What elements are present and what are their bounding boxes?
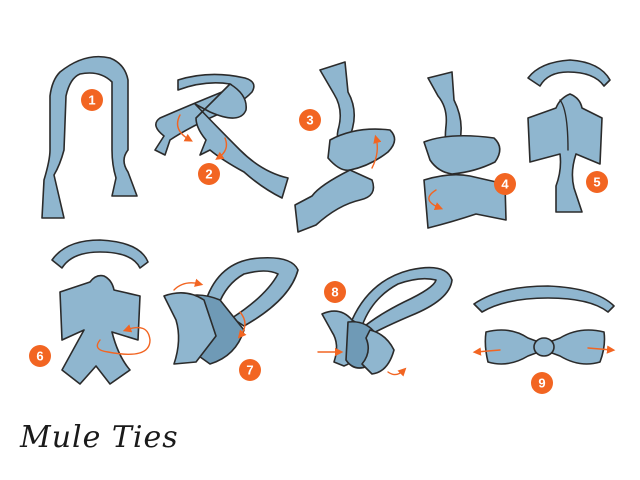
step-3-illustration bbox=[294, 61, 396, 233]
step-2-illustration bbox=[154, 73, 289, 199]
step-6-illustration bbox=[51, 239, 151, 385]
step-badge-6: 6 bbox=[29, 345, 51, 367]
svg-text:9: 9 bbox=[538, 376, 545, 391]
svg-text:2: 2 bbox=[205, 167, 212, 182]
step-badge-4: 4 bbox=[494, 173, 516, 195]
svg-text:7: 7 bbox=[246, 363, 253, 378]
brand-logo: Mule Ties bbox=[20, 420, 179, 455]
step-badge-8: 8 bbox=[324, 281, 346, 303]
svg-text:1: 1 bbox=[88, 93, 95, 108]
step-5-illustration bbox=[527, 59, 611, 213]
step-badge-9: 9 bbox=[531, 372, 553, 394]
svg-text:5: 5 bbox=[593, 175, 600, 190]
step-7-illustration bbox=[163, 256, 299, 365]
step-4-illustration bbox=[423, 71, 507, 229]
step-badge-5: 5 bbox=[586, 171, 608, 193]
svg-text:3: 3 bbox=[306, 113, 313, 128]
step-9-illustration bbox=[472, 285, 616, 365]
svg-text:4: 4 bbox=[501, 177, 509, 192]
step-badge-7: 7 bbox=[239, 359, 261, 381]
step-badge-3: 3 bbox=[299, 109, 321, 131]
svg-text:6: 6 bbox=[36, 349, 43, 364]
svg-text:8: 8 bbox=[331, 285, 338, 300]
step-8-illustration bbox=[317, 266, 453, 377]
step-badge-1: 1 bbox=[81, 89, 103, 111]
step-1-illustration bbox=[41, 55, 138, 219]
step-badge-2: 2 bbox=[198, 163, 220, 185]
